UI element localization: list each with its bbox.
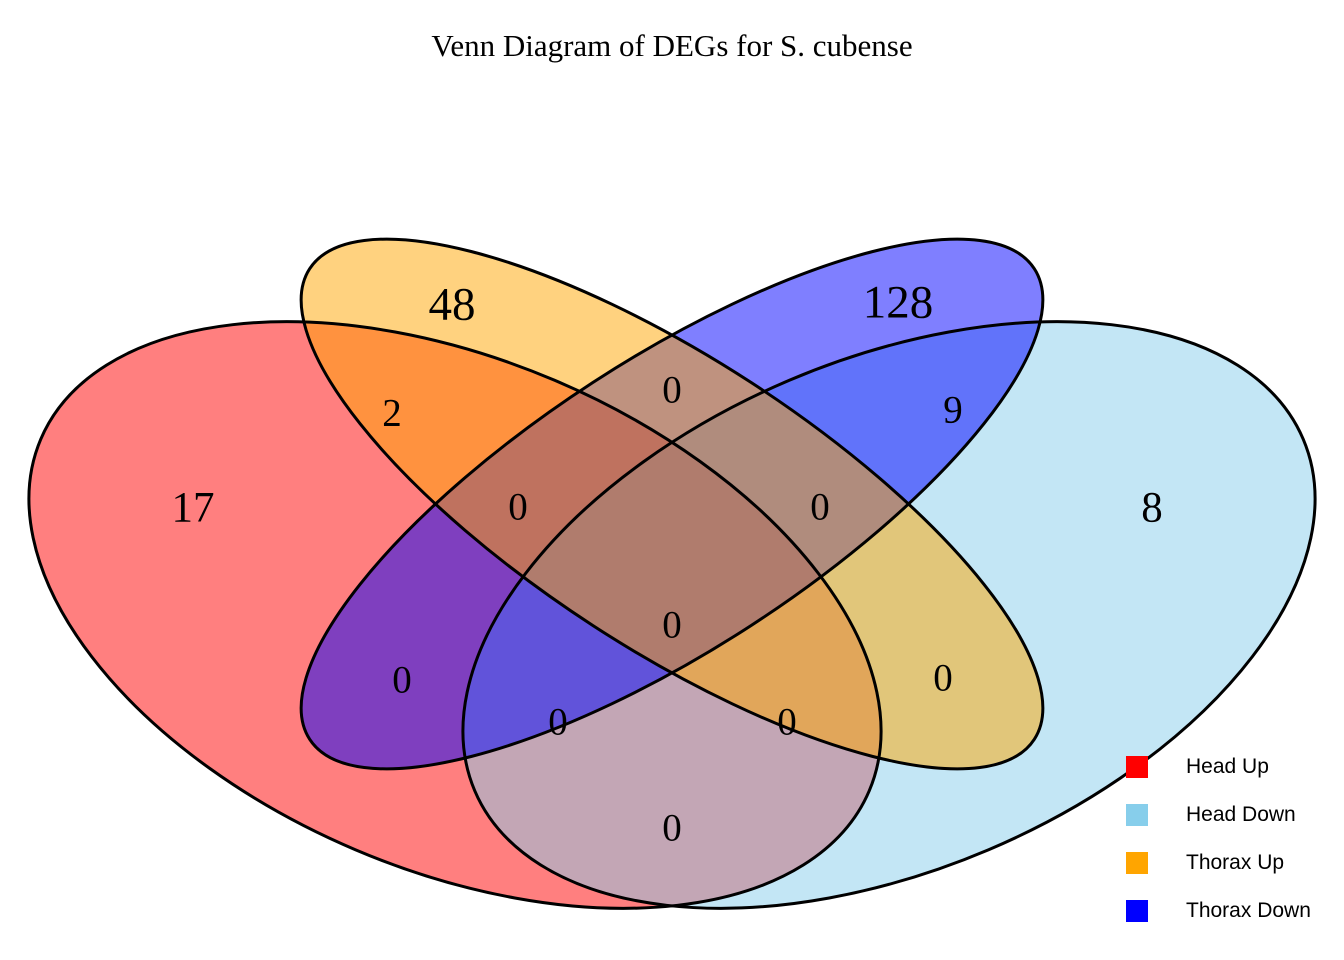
- legend-label-thorax-down: Thorax Down: [1186, 899, 1311, 922]
- venn-count-thoraxup-thoraxdown-headdown: 0: [810, 485, 830, 529]
- legend-label-thorax-up: Thorax Up: [1186, 851, 1285, 874]
- venn-count-thoraxdown-headdown: 9: [943, 388, 963, 432]
- venn-count-headup-headdown: 0: [662, 806, 682, 850]
- venn-count-thorax-down-only: 128: [862, 276, 934, 329]
- legend-item-head-up: Head Up: [1126, 755, 1311, 778]
- venn-outline-head-down: [461, 320, 1317, 910]
- venn-count-thoraxup-headdown: 0: [933, 656, 953, 700]
- legend-swatch-thorax-up-icon: [1126, 852, 1148, 874]
- legend-label-head-down: Head Down: [1186, 803, 1296, 826]
- venn-outline-thorax-down: [299, 237, 1045, 771]
- venn-count-head-up-only: 17: [171, 484, 215, 532]
- venn-count-headup-thoraxup-headdown: 0: [777, 700, 797, 744]
- legend-label-head-up: Head Up: [1186, 755, 1269, 778]
- chart-title: Venn Diagram of DEGs for S. cubense: [431, 28, 913, 63]
- venn-count-headup-thoraxup: 2: [382, 391, 402, 435]
- venn-count-thorax-up-only: 48: [428, 278, 476, 331]
- venn-count-headup-thoraxdown-headdown: 0: [548, 700, 568, 744]
- venn-outline-head-up: [27, 320, 883, 910]
- venn-count-headup-thoraxdown: 0: [392, 658, 412, 702]
- legend: Head Up Head Down Thorax Up Thorax Down: [1126, 755, 1311, 922]
- legend-swatch-head-down-icon: [1126, 804, 1148, 826]
- venn-count-thoraxup-thoraxdown: 0: [662, 368, 682, 412]
- venn-count-all-four: 0: [662, 603, 682, 647]
- legend-item-thorax-up: Thorax Up: [1126, 851, 1311, 874]
- legend-item-thorax-down: Thorax Down: [1126, 899, 1311, 922]
- venn-count-headup-thoraxup-thoraxdown: 0: [508, 485, 528, 529]
- legend-swatch-head-up-icon: [1126, 756, 1148, 778]
- legend-item-head-down: Head Down: [1126, 803, 1311, 826]
- venn-outline-thorax-up: [299, 237, 1045, 771]
- venn-count-head-down-only: 8: [1141, 484, 1163, 532]
- legend-swatch-thorax-down-icon: [1126, 900, 1148, 922]
